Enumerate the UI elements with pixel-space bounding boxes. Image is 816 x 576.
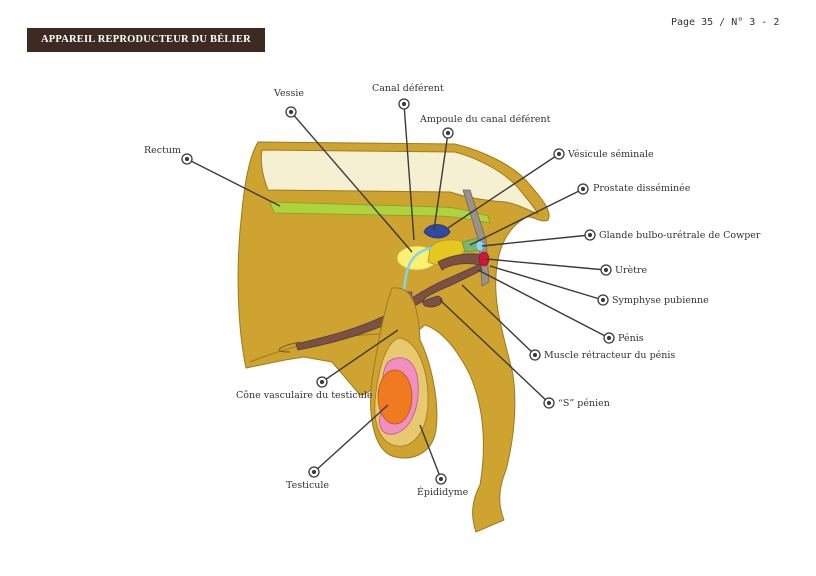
label-markers <box>181 98 615 485</box>
label-vessie: Vessie <box>273 88 304 99</box>
rectum-shape <box>269 201 491 224</box>
testis-shape <box>377 369 413 425</box>
label-uretre: Urètre <box>615 265 648 276</box>
page-number: Page 35 / N° 3 - 2 <box>671 17 780 28</box>
label-ampoule: Ampoule du canal déférent <box>419 114 551 125</box>
spine-shape <box>260 149 540 215</box>
label-epididyme: Épididyme <box>417 486 469 498</box>
label-vesicule: Vésicule séminale <box>567 149 654 160</box>
label-penis: Pénis <box>618 333 644 344</box>
label-cone: Cône vasculaire du testicule <box>236 390 373 401</box>
label-rectum: Rectum <box>144 145 181 156</box>
leader-lines <box>186 103 610 480</box>
ampulla-shape <box>423 224 451 239</box>
label-muscle: Muscle rétracteur du pénis <box>544 350 675 361</box>
label-prostate: Prostate disséminée <box>593 183 691 194</box>
section-title: APPAREIL REPRODUCTEUR DU BÉLIER <box>27 28 265 52</box>
label-s-penien: “S” pénien <box>558 398 610 409</box>
label-symphyse: Symphyse pubienne <box>612 295 709 306</box>
label-testicule: Testicule <box>286 480 329 491</box>
penis-shape <box>295 263 483 351</box>
penis-outline-shape <box>278 341 301 353</box>
label-glande: Glande bulbo-urétrale de Cowper <box>599 230 761 241</box>
label-canal-deferent: Canal déférent <box>372 83 444 94</box>
